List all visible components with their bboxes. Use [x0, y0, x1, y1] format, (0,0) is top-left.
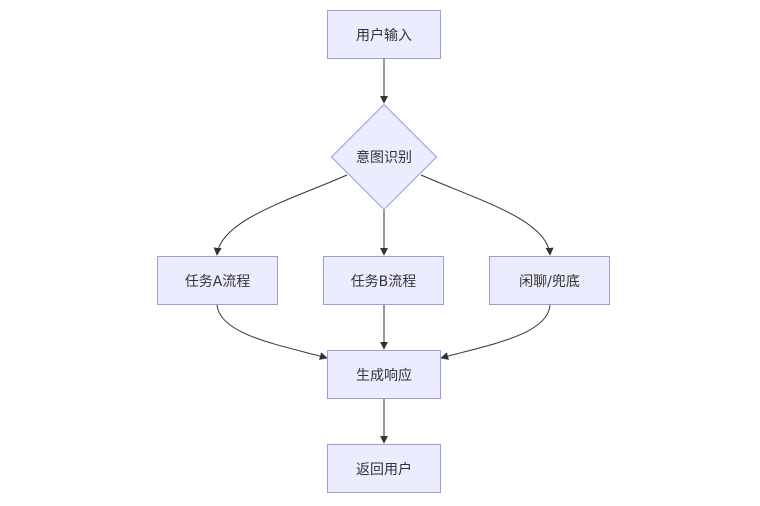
- node-task-a-label: 任务A流程: [184, 273, 251, 290]
- edge-chitchat-to-response: [440, 304, 551, 360]
- node-return-user-label: 返回用户: [356, 461, 412, 478]
- node-task-b-label: 任务B流程: [350, 273, 417, 290]
- node-user-input-label: 用户输入: [356, 27, 412, 44]
- node-generate-response-label: 生成响应: [356, 367, 412, 384]
- decision-diamond-shape: [331, 104, 437, 210]
- edge-intent-to-task-a: [213, 174, 348, 256]
- node-task-b: 任务B流程: [323, 256, 444, 305]
- node-chitchat-label: 闲聊/兜底: [519, 273, 580, 290]
- node-user-input: 用户输入: [327, 10, 441, 59]
- node-generate-response: 生成响应: [327, 350, 441, 399]
- node-return-user: 返回用户: [327, 444, 441, 493]
- node-intent-recognition: 意图识别: [331, 104, 437, 210]
- node-task-a: 任务A流程: [157, 256, 278, 305]
- edge-task-a-to-response: [216, 304, 328, 360]
- node-chitchat: 闲聊/兜底: [489, 256, 610, 305]
- node-intent-recognition-label: 意图识别: [356, 150, 412, 166]
- edge-intent-to-chitchat: [420, 174, 554, 256]
